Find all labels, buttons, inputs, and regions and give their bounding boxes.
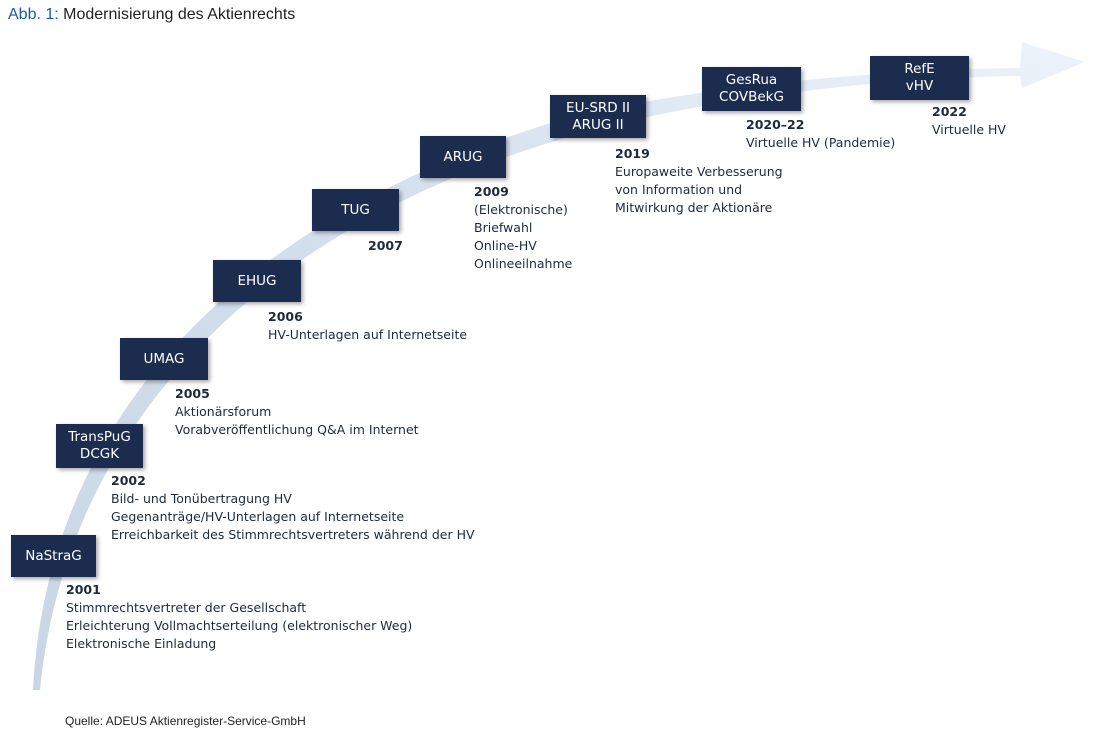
milestone-box-ehug: EHUG <box>213 260 301 302</box>
milestone-text-2006: 2006 HV-Unterlagen auf Internetseite <box>268 308 467 344</box>
milestone-text-2001: 2001 Stimmrechtsvertreter der Gesellscha… <box>66 581 412 653</box>
milestone-year: 2022 <box>932 104 967 119</box>
milestone-year: 2005 <box>175 386 210 401</box>
box-label: NaStraG <box>25 547 82 564</box>
milestone-detail: Mitwirkung der Aktionäre <box>615 200 773 215</box>
milestone-detail: Aktionärsforum <box>175 404 272 419</box>
milestone-year: 2007 <box>368 238 403 253</box>
box-label: DCGK <box>79 446 120 462</box>
box-label: ARUG II <box>572 116 624 133</box>
milestone-detail: von Information und <box>615 182 743 197</box>
milestone-detail: Bild- und Tonübertragung HV <box>111 491 292 506</box>
milestone-detail: Briefwahl <box>474 220 533 235</box>
box-label: ARUG <box>443 148 483 165</box>
milestone-detail: Online-HV <box>474 238 537 253</box>
source-note: Quelle: ADEUS Aktienregister-Service-Gmb… <box>65 714 306 728</box>
milestone-detail: Erleichterung Vollmachtserteilung (elekt… <box>66 618 413 633</box>
milestone-detail: Virtuelle HV <box>932 122 1006 137</box>
milestone-detail: Europaweite Verbesserung <box>615 164 783 179</box>
milestone-box-arug: ARUG <box>420 136 506 178</box>
box-label: UMAG <box>143 350 185 367</box>
milestone-year: 2020–22 <box>746 117 805 132</box>
milestone-year: 2006 <box>268 309 303 324</box>
milestone-text-2019: 2019 Europaweite Verbesserung von Inform… <box>615 145 783 217</box>
milestone-box-nastrag: NaStraG <box>11 535 96 577</box>
milestone-detail: Virtuelle HV (Pandemie) <box>746 135 896 150</box>
box-label: RefE <box>904 61 935 77</box>
milestone-text-2005: 2005 Aktionärsforum Vorabveröffentlichun… <box>175 385 419 439</box>
milestone-detail: (Elektronische) <box>474 202 568 217</box>
milestone-text-2009: 2009 (Elektronische) Briefwahl Online-HV… <box>474 183 572 273</box>
milestone-detail: Erreichbarkeit des Stimmrechtsvertreters… <box>111 527 475 542</box>
milestone-detail: Stimmrechtsvertreter der Gesellschaft <box>66 600 307 615</box>
milestone-text-2020-22: 2020–22 Virtuelle HV (Pandemie) <box>746 116 895 152</box>
figure-title: Abb. 1: Modernisierung des Aktienrechts <box>8 6 295 24</box>
milestone-detail: Onlineeilnahme <box>474 256 573 271</box>
box-label: COVBekG <box>719 89 784 105</box>
box-label: TransPuG <box>68 429 131 445</box>
milestone-detail: Vorabveröffentlichung Q&A im Internet <box>175 422 419 437</box>
milestone-text-2007: 2007 <box>368 237 403 255</box>
milestone-year: 2009 <box>474 184 509 199</box>
box-label: EU-SRD II <box>566 99 630 116</box>
milestone-year: 2001 <box>66 582 101 597</box>
box-label: GesRua <box>725 72 778 88</box>
milestone-box-tug: TUG <box>312 189 399 231</box>
box-label: vHV <box>905 78 934 94</box>
milestone-text-2002: 2002 Bild- und Tonübertragung HV Gegenan… <box>111 472 475 544</box>
figure-title-text: Modernisierung des Aktienrechts <box>58 6 296 23</box>
milestone-year: 2002 <box>111 473 146 488</box>
milestone-text-2022: 2022 Virtuelle HV <box>932 103 1006 139</box>
milestone-detail: Elektronische Einladung <box>66 636 217 651</box>
milestone-year: 2019 <box>615 146 650 161</box>
box-label: TUG <box>341 201 370 218</box>
figure-number: Abb. 1: <box>8 6 59 23</box>
milestone-detail: HV-Unterlagen auf Internetseite <box>268 327 468 342</box>
box-label: EHUG <box>237 272 277 289</box>
milestone-box-umag: UMAG <box>120 338 208 380</box>
milestone-detail: Gegenanträge/HV-Unterlagen auf Internets… <box>111 509 405 524</box>
